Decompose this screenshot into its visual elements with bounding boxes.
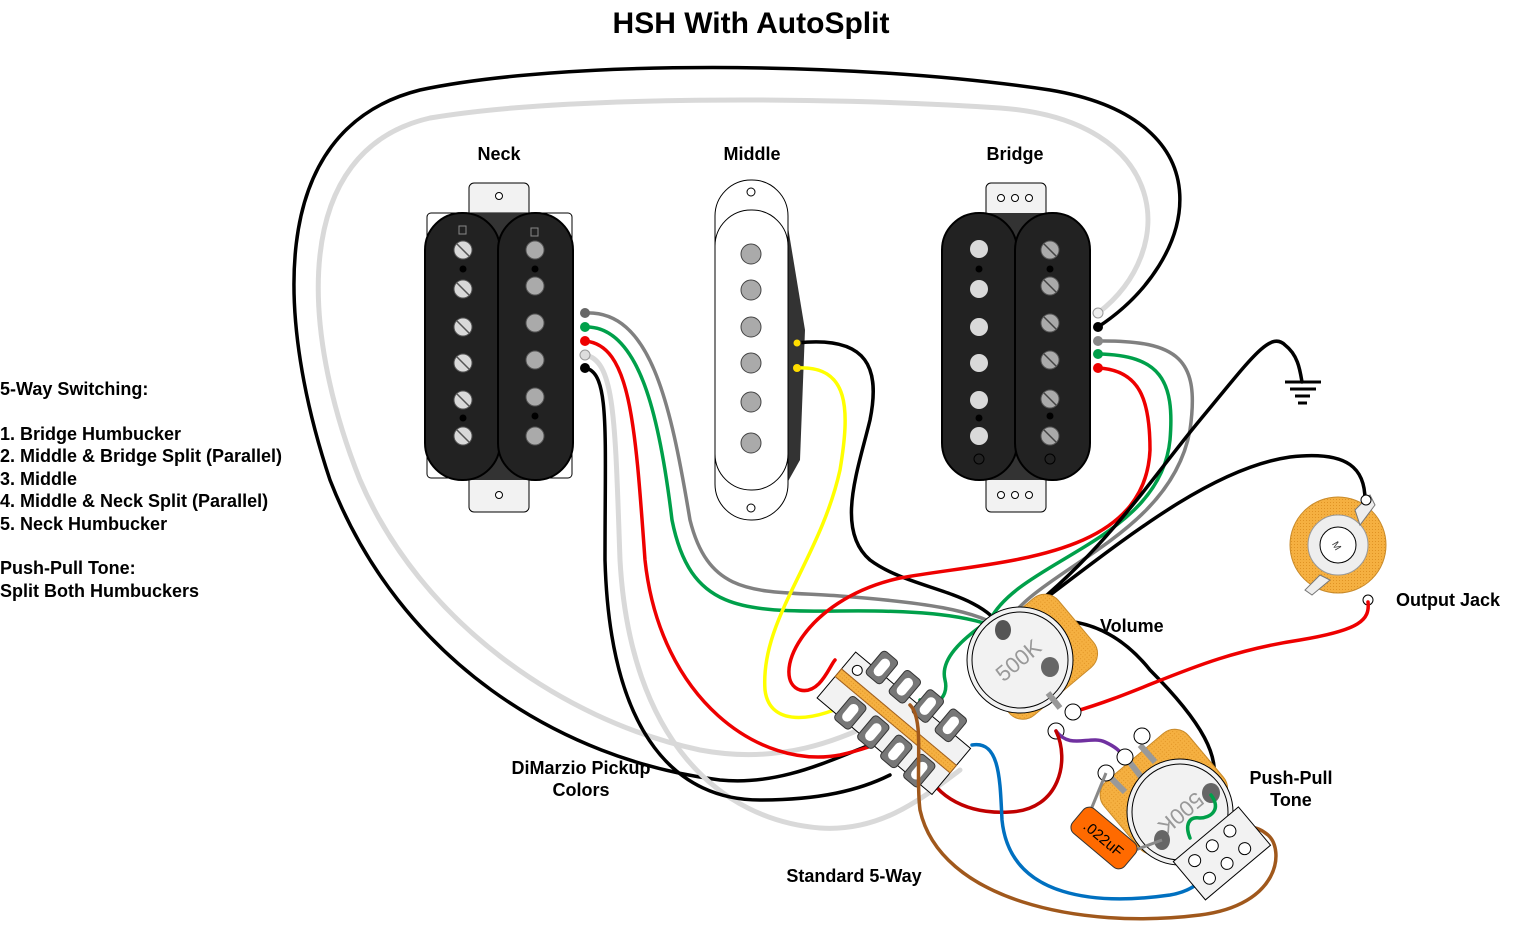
- bridge-wire-ends: [1092, 307, 1104, 373]
- wire-volume-to-jack-red: [1071, 600, 1370, 714]
- wire-bridge-white-loop: [315, 97, 1151, 758]
- pickup-colors-label-line2: Colors: [552, 780, 609, 800]
- wire-purple: [1054, 729, 1127, 760]
- neck-wire-ends: [579, 308, 591, 373]
- ground-icon: [1285, 380, 1321, 405]
- switch-label: Standard 5-Way: [786, 866, 921, 886]
- switch-position-1: 1. Bridge Humbucker: [0, 423, 182, 444]
- wire-middle-yellow: [763, 366, 857, 720]
- wire-neck-green: [583, 325, 1005, 632]
- diagram-title: HSH With AutoSplit: [613, 7, 890, 40]
- tone-label-line1: Push-Pull: [1249, 768, 1332, 788]
- bridge-label: Bridge: [986, 144, 1043, 164]
- wire-bridge-red: [787, 366, 1152, 693]
- wire-bridge-black-loop: [292, 65, 1182, 783]
- wire-volume-to-jack-black: [1001, 453, 1367, 632]
- switch-position-5: 5. Neck Humbucker: [0, 513, 168, 534]
- wire-bridge-gray: [1001, 339, 1195, 632]
- wire-neck-gray: [583, 311, 1005, 632]
- wire-green-jumper: [1186, 793, 1218, 840]
- push-pull-switch: [1172, 806, 1272, 901]
- neck-label: Neck: [477, 144, 521, 164]
- output-jack: M: [1289, 494, 1387, 606]
- switch-position-4: 4. Middle & Neck Split (Parallel): [0, 491, 269, 511]
- volume-label: Volume: [1100, 616, 1164, 636]
- wire-neck-white: [582, 352, 963, 831]
- bridge-humbucker: [941, 182, 1091, 513]
- switch-position-3: 3. Middle: [0, 468, 78, 489]
- wire-bridge-green: [918, 352, 1173, 706]
- neck-humbucker: [424, 182, 574, 513]
- output-jack-label: Output Jack: [1396, 590, 1501, 610]
- volume-pot: 500K: [966, 593, 1099, 740]
- middle-label: Middle: [724, 144, 781, 164]
- wire-ground: [1001, 339, 1304, 632]
- wire-neck-red: [583, 339, 905, 759]
- wire-neck-black: [583, 366, 892, 802]
- wire-brown: [908, 703, 1278, 921]
- switching-notes: 5-Way Switching: 1. Bridge Humbucker 2. …: [0, 378, 282, 602]
- middle-single-coil: [714, 179, 805, 521]
- switching-heading: 5-Way Switching:: [0, 379, 149, 399]
- push-pull-heading: Push-Pull Tone:: [0, 558, 136, 578]
- push-pull-description: Split Both Humbuckers: [0, 580, 200, 601]
- switch-position-2: 2. Middle & Bridge Split (Parallel): [0, 446, 283, 466]
- pickup-colors-label-line1: DiMarzio Pickup: [511, 758, 650, 778]
- tone-label-line2: Tone: [1270, 790, 1312, 810]
- wire-middle-black: [795, 340, 1005, 632]
